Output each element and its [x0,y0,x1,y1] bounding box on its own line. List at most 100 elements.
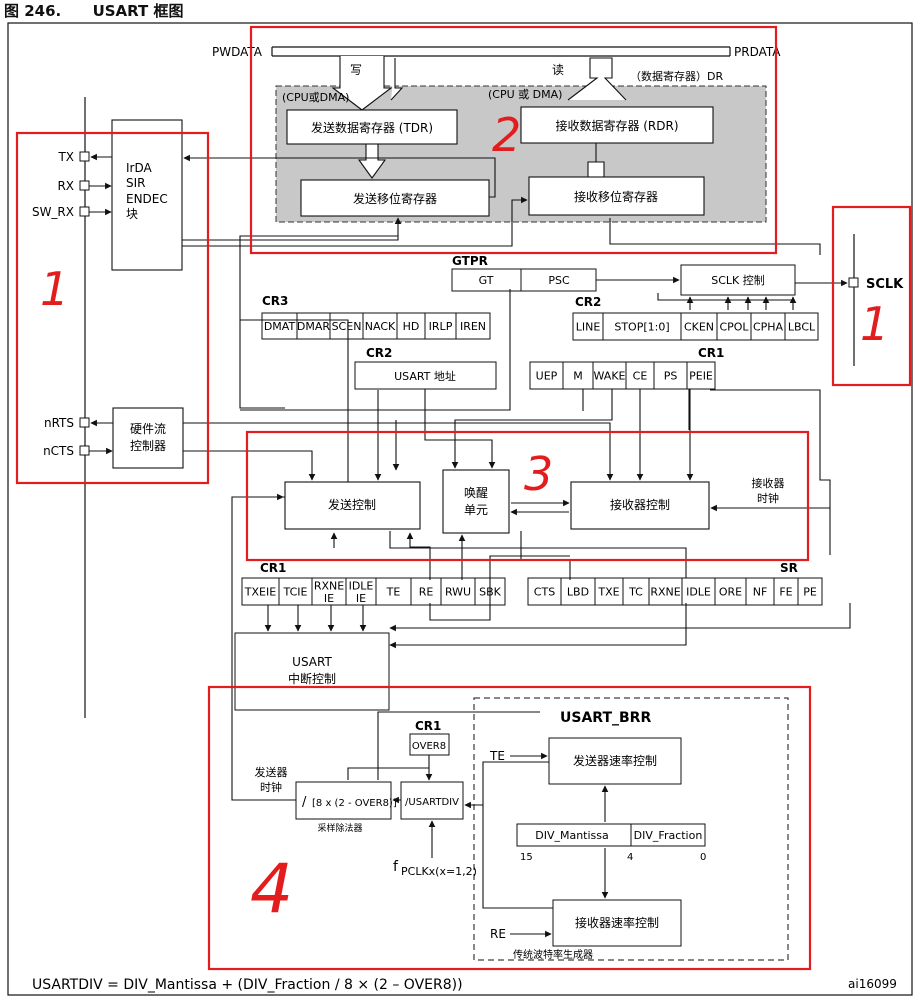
rx-pin: RX [57,179,74,193]
highlight-boxes [15,25,912,971]
cr1-top-field [562,361,594,390]
sample-div-slash: / [302,795,307,810]
highlight-box-1-left [15,131,210,485]
figure-title: 图 246. USART 框图 [4,0,184,21]
sw-rx-pin: SW_RX [32,205,74,219]
cr1-bottom-field-label: IDLE [349,579,374,592]
gtpr-register [451,268,597,292]
cr3-field-label: DMAT [264,320,296,333]
outer-frame [7,22,913,996]
cr2-top-field [572,312,604,341]
cpu-dma-left-label: (CPU或DMA) [282,91,349,104]
int-ctrl-line-1: USART [292,655,332,669]
irda-line-3: ENDEC [126,192,168,206]
write-label: 写 [350,63,362,77]
control-blocks [284,469,710,534]
usart-address-block [354,361,497,390]
tx-clock-line-2: 时钟 [260,780,282,794]
sample-div-expr: [8 x (2 - OVER8)] [312,798,397,809]
cr1-bottom-field [440,577,476,606]
wakeup-line-2: 单元 [464,503,488,517]
cr2-top-name: CR2 [575,295,601,309]
cr1-bottom-name: CR1 [260,561,286,575]
pin-connections [89,153,528,455]
te-input: TE [489,749,505,763]
cr3-field-label: IRLP [429,320,453,333]
cr2-top-field-label: CPHA [753,320,784,333]
cr1-bottom-field [375,577,412,606]
tx-rate-block [548,737,682,785]
cr2-top-field-label: CKEN [684,320,714,333]
irda-line-1: IrDA [126,161,153,175]
cr1-top-field-label: PS [664,369,678,382]
re-input: RE [490,927,506,941]
formula: USARTDIV = DIV_Mantissa + (DIV_Fraction … [32,977,463,993]
sclk-pin: SCLK [866,277,904,292]
sr-field [594,577,624,606]
sr-field [648,577,683,606]
over8-label: OVER8 [412,741,446,752]
sclk-control-block [680,264,796,296]
sample-divider-block [295,781,392,820]
rx-rate-block [552,899,682,947]
interrupt-control-block [234,632,390,711]
cr3-field [362,312,398,340]
cr1-top-field [529,361,564,390]
cr1-bottom-field-label: RE [419,585,434,598]
sr-field-label: PE [803,585,817,598]
tdr-block: 发送数据寄存器 (TDR) [311,120,433,135]
annotation-1-left: 1 [40,262,69,316]
prdata-label: PRDATA [734,45,781,59]
tx-rate-label: 发送器速率控制 [573,753,657,768]
div-mantissa: DIV_Mantissa [535,829,609,842]
highlight-box-2 [249,25,778,255]
gtpr-psc: PSC [548,274,570,287]
sr-field [797,577,823,606]
cr1-top-field-label: M [573,369,583,382]
sr-field-label: ORE [719,585,742,598]
int-ctrl-line-2: 中断控制 [288,671,336,686]
sr-field [527,577,562,606]
pwdata-label: PWDATA [212,45,263,59]
cr3-name: CR3 [262,294,288,308]
cr1-bottom-field-label: RXNE [314,579,344,592]
rdr-block: 接收数据寄存器 (RDR) [555,118,678,133]
sample-div-caption: 采样除法器 [317,822,362,834]
usartdiv-block [400,781,464,820]
irda-block [111,119,183,271]
ncts-pin: nCTS [43,444,74,458]
annotation-4: 4 [250,850,293,929]
cr3-field [261,312,298,340]
cr3-field-label: DMAR [297,320,330,333]
tx-control-label: 发送控制 [328,497,376,512]
tx-clock-line-1: 发送器 [255,765,288,779]
cr2-top-field-label: LBCL [788,320,816,333]
cr1-bottom-field-label: IE [324,592,334,605]
tx-shift-register: 发送移位寄存器 [353,191,437,206]
highlight-box-4 [207,685,812,971]
cr2-top-field-label: LINE [576,320,601,333]
cr3-field-label: HD [403,320,420,333]
highlight-box-1-right [831,205,912,387]
rx-shift-register: 接收移位寄存器 [574,189,658,204]
cr2-top-field [750,312,786,341]
cr1-top-field [592,361,627,390]
read-label: 读 [552,63,564,77]
nrts-pin: nRTS [44,416,74,430]
cr1-bottom-field-label: RWU [445,585,471,598]
cpu-dma-right-label: (CPU 或 DMA) [488,88,562,101]
cr1-top-field-label: WAKE [594,369,626,382]
cr3-field [455,312,491,340]
sr-field [560,577,596,606]
cr1-over8-name: CR1 [415,719,441,733]
dr-label: （数据寄存器）DR [630,69,723,83]
cr1-top-name: CR1 [698,346,724,360]
figure-id: ai16099 [848,977,897,991]
brr-name: USART_BRR [560,710,651,726]
pin-squares [79,151,90,456]
